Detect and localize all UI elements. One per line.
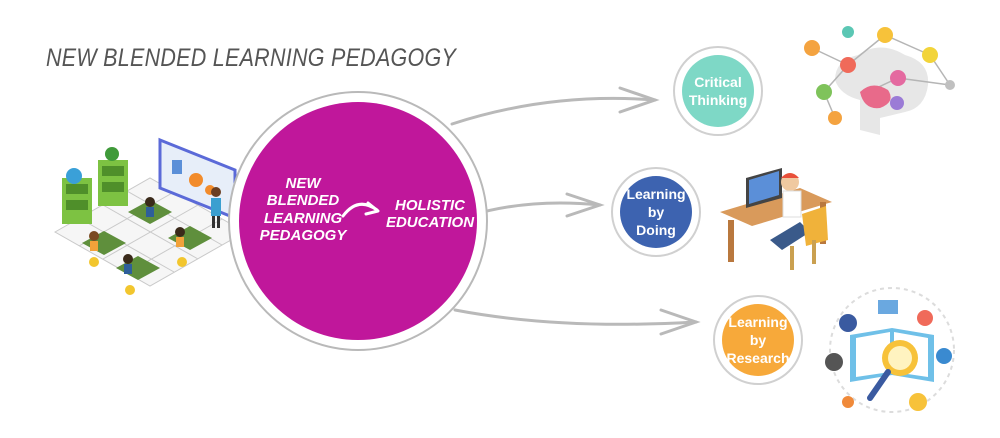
- center-left-line: PEDAGOGY: [259, 226, 347, 244]
- arrow-critical-thinking: [450, 96, 657, 126]
- bubble-line: Learning: [728, 313, 788, 330]
- learning-by-research-bubble: Learning by Research: [722, 304, 794, 376]
- bubble-line: Thinking: [688, 92, 748, 108]
- arrow-learning-by-research-head: [659, 308, 701, 336]
- arrow-learning-by-doing: [470, 201, 602, 217]
- bookshelf-icon: [62, 147, 128, 224]
- isometric-classroom-icon: [53, 137, 247, 295]
- central-circle: [228, 91, 488, 351]
- arrow-learning-by-research: [453, 308, 698, 326]
- bubble-line: by: [647, 203, 665, 220]
- brain-network-icon: [804, 26, 955, 135]
- student-laptop-icon: [720, 168, 832, 270]
- teacher-icon: [211, 187, 221, 228]
- page-title: NEW BLENDED LEARNING PEDAGOGY: [46, 44, 457, 72]
- bubble-line: Doing: [636, 222, 676, 239]
- central-circle-fill: [239, 102, 477, 340]
- student-desks-icon: [82, 197, 212, 295]
- learning-by-doing-bubble: Learning by Doing: [620, 176, 692, 248]
- bubble-line: Research: [726, 350, 790, 367]
- center-left-line: NEW: [285, 175, 321, 192]
- center-right-text: HOLISTIC EDUCATION: [380, 197, 480, 232]
- bubble-line: by: [749, 331, 767, 348]
- book-magnifier-icon: [825, 287, 955, 413]
- arrow-critical-thinking-head: [618, 86, 660, 114]
- center-left-line: LEARNING: [263, 209, 343, 227]
- bubble-line: Learning: [626, 185, 686, 202]
- center-left-line: BLENDED: [266, 192, 340, 210]
- center-left-text: NEW BLENDED LEARNING PEDAGOGY: [258, 175, 348, 244]
- critical-thinking-bubble: Critical Thinking: [682, 55, 754, 127]
- arrow-learning-by-doing-head: [565, 192, 605, 218]
- center-right-line: HOLISTIC: [395, 197, 465, 214]
- bubble-line: Critical: [694, 73, 742, 90]
- center-right-line: EDUCATION: [385, 214, 475, 232]
